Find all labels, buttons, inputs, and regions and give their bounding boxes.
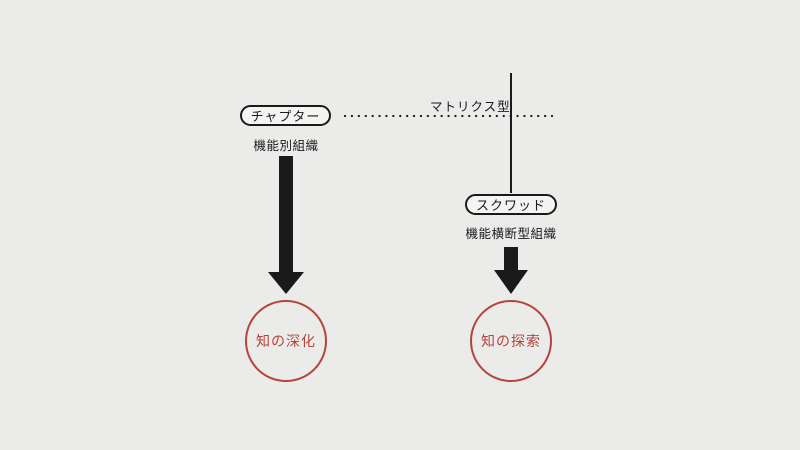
right-down-arrow	[494, 247, 528, 294]
chapter-pill: チャプター	[240, 105, 331, 126]
knowledge-exploration-label: 知の探索	[481, 334, 541, 350]
knowledge-deepening-label: 知の深化	[256, 334, 316, 350]
squad-pill-label: スクワッド	[475, 199, 546, 214]
cross-functional-org-caption: 機能横断型組織	[465, 226, 557, 241]
knowledge-deepening-circle: 知の深化	[245, 300, 327, 382]
left-down-arrow	[268, 156, 304, 294]
chapter-pill-label: チャプター	[250, 110, 321, 125]
functional-org-caption: 機能別組織	[253, 138, 319, 153]
matrix-type-label: マトリクス型	[430, 99, 511, 114]
knowledge-exploration-circle: 知の探索	[470, 300, 552, 382]
squad-pill: スクワッド	[465, 194, 557, 215]
